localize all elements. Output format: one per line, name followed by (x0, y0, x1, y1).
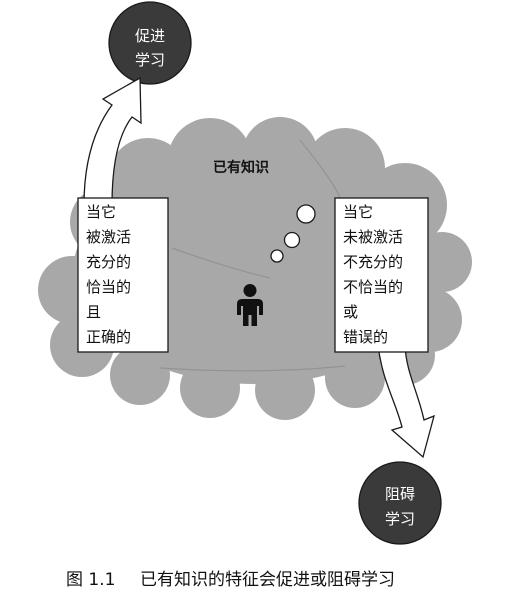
promote-circle-line1: 促进 (135, 27, 165, 45)
person-head (243, 284, 257, 297)
figure-caption-label: 图 1.1 (66, 570, 115, 590)
right-condition-box: 当它 未被激活 不充分的 不恰当的 或 错误的 (334, 197, 429, 353)
left-box-line: 被激活 (86, 228, 131, 246)
cloud-lobe (255, 360, 315, 420)
cloud-label: 已有知识 (213, 159, 269, 176)
hinder-learning-circle: 阻碍 学习 (358, 461, 442, 545)
left-box-line: 恰当的 (86, 278, 131, 296)
cloud-lobe (110, 345, 170, 405)
thought-bubble-medium (283, 231, 301, 249)
right-box-line: 错误的 (343, 328, 388, 346)
cloud-texture-line (159, 365, 346, 372)
left-condition-box: 当它 被激活 充分的 恰当的 且 正确的 (77, 197, 169, 353)
left-box-line: 当它 (86, 203, 116, 221)
right-box-line: 不充分的 (343, 253, 403, 271)
right-box-line: 或 (343, 303, 358, 321)
curved-arrow-up-icon (83, 76, 142, 206)
left-box-line: 正确的 (86, 328, 131, 346)
left-box-line: 充分的 (86, 253, 131, 271)
hinder-circle-line2: 学习 (385, 510, 415, 528)
right-box-line: 未被激活 (343, 228, 403, 246)
promote-learning-circle: 促进 学习 (108, 1, 192, 85)
thought-bubble-large (296, 204, 316, 224)
cloud-lobe (325, 348, 385, 408)
thought-bubble-icon (270, 204, 316, 263)
person-icon (237, 284, 263, 326)
cloud-lobe (168, 118, 252, 202)
hinder-circle-shape (358, 461, 442, 545)
cloud-texture-line (299, 139, 341, 199)
left-box-line: 且 (86, 303, 101, 321)
thought-bubble-small (270, 249, 284, 263)
right-box-line: 当它 (343, 203, 373, 221)
left-box-frame (77, 197, 169, 353)
promote-circle-shape (108, 1, 192, 85)
curved-arrow-down-icon (377, 344, 435, 459)
cloud-texture-line (171, 247, 271, 279)
figure-caption-text: 已有知识的特征会促进或阻碍学习 (140, 570, 395, 590)
person-body (237, 299, 263, 326)
right-box-frame (334, 197, 429, 353)
hinder-circle-line1: 阻碍 (385, 485, 415, 503)
right-box-line: 不恰当的 (343, 278, 403, 296)
cloud-lobe (305, 128, 385, 208)
promote-circle-line2: 学习 (135, 51, 165, 69)
cloud-lobe (180, 358, 240, 418)
cloud-lobe (242, 117, 318, 193)
